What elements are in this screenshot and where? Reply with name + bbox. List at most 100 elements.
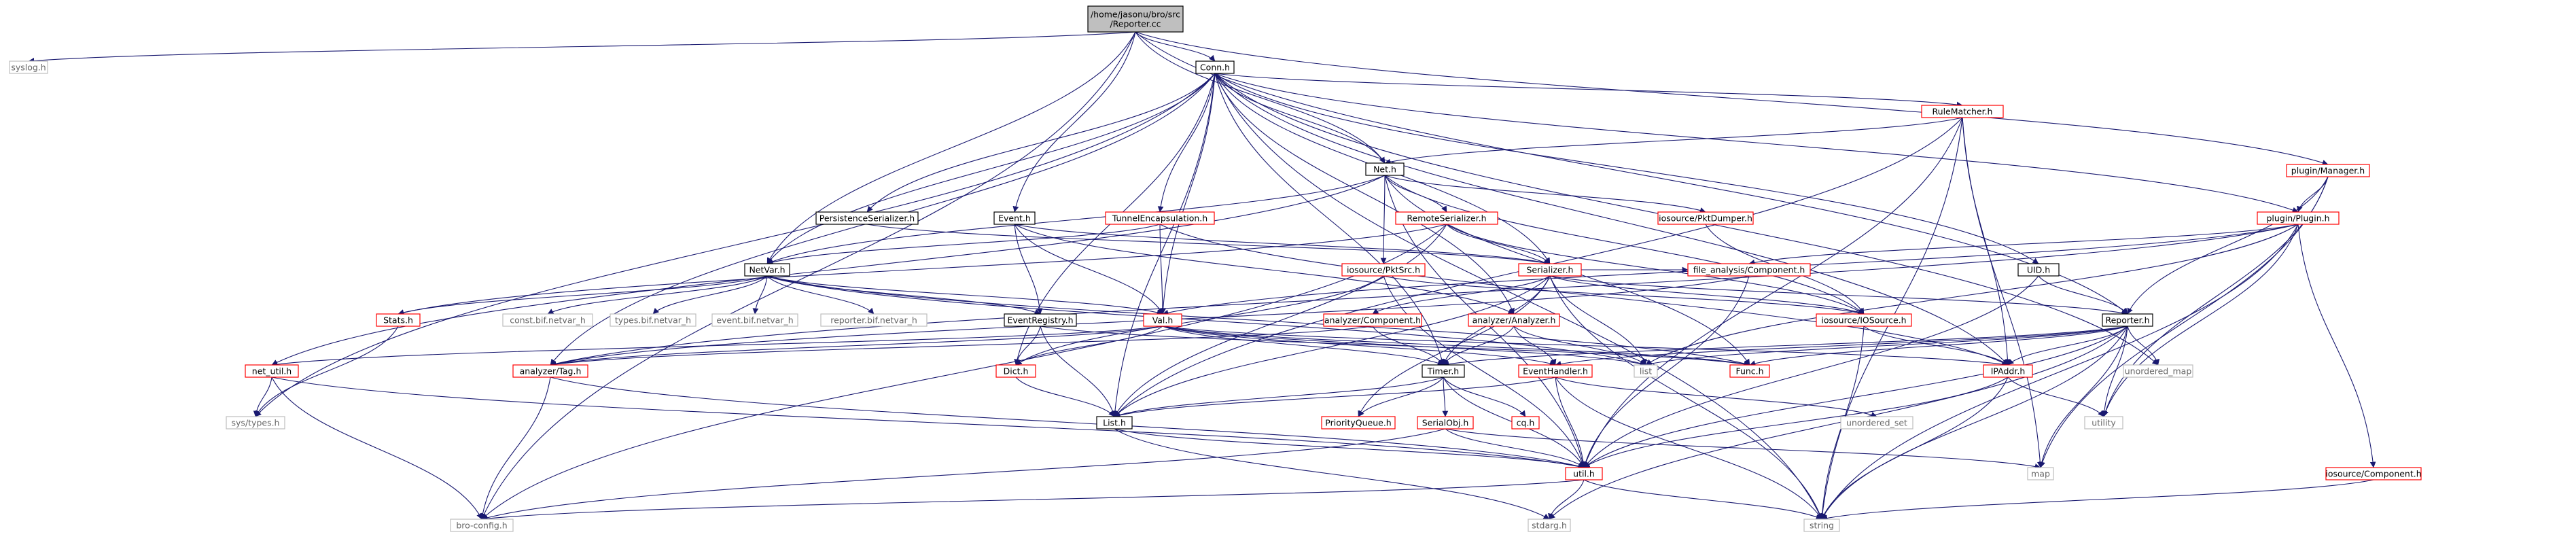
node-box-pktdumper	[1657, 211, 1754, 225]
edge-serialobj-to-utilh	[1445, 428, 1585, 468]
node-serializer[interactable]: Serializer.h	[1518, 263, 1582, 277]
edge-eventhandler-to-utilh	[1555, 376, 1587, 468]
node-reporterh[interactable]: Reporter.h	[2102, 313, 2153, 327]
node-utilh[interactable]: util.h	[1565, 467, 1603, 480]
node-unordset[interactable]: unordered_set	[1840, 416, 1913, 430]
node-tunnel[interactable]: TunnelEncapsulation.h	[1105, 211, 1215, 225]
node-box-prioq	[1321, 416, 1396, 430]
edge-pmanager-to-pplugin	[2297, 176, 2329, 213]
node-box-utility	[2084, 416, 2123, 430]
node-conn[interactable]: Conn.h	[1195, 60, 1235, 74]
node-label-constbif: const.bif.netvar_h	[510, 315, 586, 326]
edge-serializer-to-reporterh	[1549, 275, 2128, 316]
node-stats[interactable]: Stats.h	[376, 313, 421, 327]
edge-anatag-to-utilh	[550, 376, 1585, 470]
node-systypes[interactable]: sys/types.h	[226, 416, 285, 430]
node-eventbif[interactable]: event.bif.netvar_h	[711, 313, 798, 327]
edge-reporterh-to-unordmap	[2127, 326, 2160, 366]
edge-root-to-netvar	[766, 31, 1136, 264]
node-prioq[interactable]: PriorityQueue.h	[1321, 416, 1396, 430]
node-syslog[interactable]: syslog.h	[9, 60, 48, 74]
node-box-typesbif	[610, 313, 696, 327]
edge-netvar-to-stats	[398, 275, 768, 315]
node-netutil[interactable]: net_util.h	[245, 364, 299, 378]
edge-net-to-netutil	[271, 175, 1386, 366]
node-label-netvar: NetVar.h	[749, 265, 785, 275]
node-label-persist: PersistenceSerializer.h	[819, 213, 915, 224]
node-rulematcher[interactable]: RuleMatcher.h	[1921, 105, 2004, 118]
edge-tunnel-to-netvar	[766, 224, 1161, 265]
node-uid[interactable]: UID.h	[2017, 263, 2060, 277]
node-stdarg[interactable]: stdarg.h	[1528, 519, 1571, 532]
edge-anaana-to-list	[1513, 326, 1646, 366]
edge-reporterh-to-string	[1821, 326, 2128, 520]
node-box-eventreg	[1004, 313, 1077, 327]
edge-reporterh-to-eventhandler	[1555, 326, 2128, 367]
node-typesbif[interactable]: types.bif.netvar_h	[610, 313, 696, 327]
edge-serializer-to-iosource	[1549, 275, 1865, 315]
node-pmanager[interactable]: plugin/Manager.h	[2286, 164, 2370, 177]
edge-remote-to-broconfig	[481, 224, 1447, 520]
node-func[interactable]: Func.h	[1729, 364, 1770, 378]
edge-root-to-syslog	[28, 31, 1136, 64]
node-box-val	[1143, 313, 1182, 327]
edge-netvar-to-reporterbif	[766, 275, 875, 315]
node-constbif[interactable]: const.bif.netvar_h	[502, 313, 593, 327]
node-label-anacomp: analyzer/Component.h	[1324, 315, 1421, 326]
edge-reporterh-to-stdarg	[1549, 326, 2128, 520]
node-map[interactable]: map	[2027, 467, 2054, 480]
node-eventreg[interactable]: EventRegistry.h	[1004, 313, 1077, 327]
node-iocomp[interactable]: iosource/Component.h	[2325, 467, 2422, 480]
node-eventhandler[interactable]: EventHandler.h	[1518, 364, 1593, 378]
node-dict[interactable]: Dict.h	[995, 364, 1036, 378]
node-pplugin[interactable]: plugin/Plugin.h	[2257, 211, 2340, 225]
node-serialobj[interactable]: SerialObj.h	[1417, 416, 1474, 430]
node-cq[interactable]: cq.h	[1511, 416, 1540, 430]
node-iosource[interactable]: iosource/IOSource.h	[1816, 313, 1912, 327]
node-label-netutil: net_util.h	[252, 366, 292, 376]
node-fileana[interactable]: file_analysis/Component.h	[1687, 263, 1811, 277]
node-box-syslog	[9, 60, 48, 74]
node-timer[interactable]: Timer.h	[1422, 364, 1465, 378]
node-box-func	[1729, 364, 1770, 378]
node-ipaddr[interactable]: IPAddr.h	[1983, 364, 2033, 378]
node-root[interactable]: /home/jasonu/bro/src/Reporter.cc	[1087, 5, 1184, 33]
node-pktsrc[interactable]: iosource/PktSrc.h	[1341, 263, 1426, 277]
edge-ipaddr-to-utility	[2007, 376, 2104, 417]
edge-conn-to-val	[1160, 73, 1216, 315]
node-persist[interactable]: PersistenceSerializer.h	[815, 211, 919, 225]
node-box-eventhandler	[1518, 364, 1593, 378]
node-string[interactable]: string	[1803, 519, 1840, 532]
node-label-pmanager: plugin/Manager.h	[2291, 166, 2365, 176]
node-anaana[interactable]: analyzer/Analyzer.h	[1468, 313, 1560, 327]
node-net[interactable]: Net.h	[1365, 162, 1405, 176]
node-val[interactable]: Val.h	[1143, 313, 1182, 327]
node-unordmap[interactable]: unordered_map	[2123, 364, 2193, 378]
edge-reporterh-to-timer	[1443, 326, 2128, 367]
node-box-eventbif	[711, 313, 798, 327]
node-box-reporterbif	[820, 313, 928, 327]
edge-val-to-netutil	[271, 326, 1163, 368]
node-label-map: map	[2031, 469, 2050, 479]
node-utility[interactable]: utility	[2084, 416, 2123, 430]
node-box-rulematcher	[1921, 105, 2004, 118]
edge-root-to-event	[1012, 31, 1136, 213]
node-pktdumper[interactable]: iosource/PktDumper.h	[1657, 211, 1754, 225]
edge-event-to-eventreg	[1014, 224, 1043, 315]
node-list[interactable]: list	[1634, 364, 1658, 378]
edge-reporterh-to-utility	[2101, 326, 2128, 417]
edge-val-to-anatag	[550, 326, 1163, 367]
edge-conn-to-systypes	[255, 73, 1216, 417]
node-reporterbif[interactable]: reporter.bif.netvar_h	[820, 313, 928, 327]
node-anacomp[interactable]: analyzer/Component.h	[1323, 313, 1422, 327]
node-box-anacomp	[1323, 313, 1422, 327]
node-event[interactable]: Event.h	[993, 211, 1036, 225]
node-netvar[interactable]: NetVar.h	[744, 263, 790, 277]
edge-root-to-pmanager	[1135, 31, 2329, 166]
node-broconfig[interactable]: bro-config.h	[450, 519, 514, 532]
node-box-pktsrc	[1341, 263, 1426, 277]
node-anatag[interactable]: analyzer/Tag.h	[512, 364, 588, 378]
node-remote[interactable]: RemoteSerializer.h	[1395, 211, 1498, 225]
edge-pplugin-to-iocomp	[2297, 224, 2376, 468]
node-listh[interactable]: List.h	[1096, 416, 1133, 430]
